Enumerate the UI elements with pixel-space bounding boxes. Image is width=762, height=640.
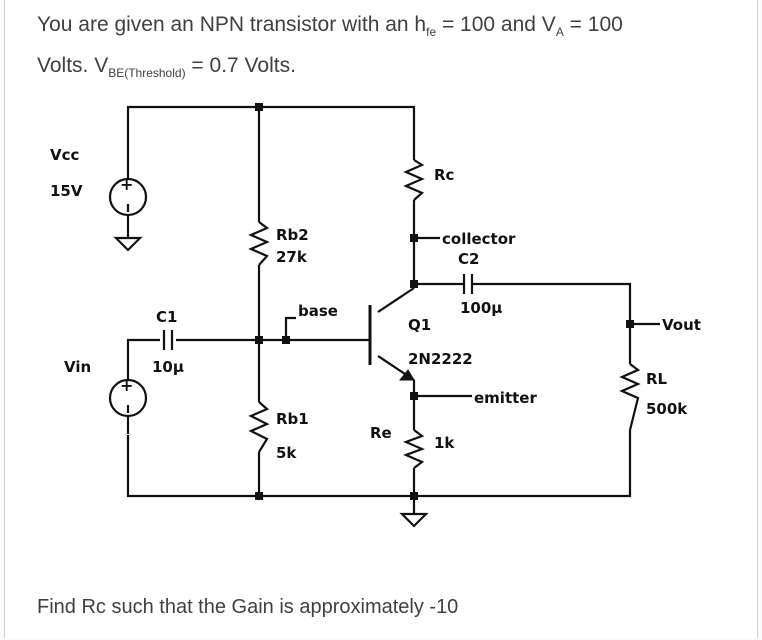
rb2-resistor [248, 221, 270, 266]
re-value: 1k [434, 434, 455, 452]
rb2-value: 27k [276, 248, 308, 266]
re-label: Re [370, 424, 392, 442]
vcc-label: Vcc [50, 146, 79, 164]
collector-label: collector [442, 230, 516, 248]
va-subscript: A [555, 25, 564, 40]
capacitors [162, 274, 474, 350]
base-label: base [298, 302, 338, 320]
vbe-value: = 0.7 Volts. [185, 54, 296, 78]
vin-plus: + [120, 376, 133, 395]
rb1-value: 5k [276, 444, 297, 462]
circuit-wires [126, 105, 660, 514]
junction-dots [255, 103, 634, 500]
re-resistor [403, 429, 425, 469]
vout-label: Vout [662, 316, 701, 334]
rc-resistor [403, 159, 425, 201]
question-text: Find Rc such that the Gain is approximat… [37, 596, 459, 618]
rb1-resistor [248, 401, 270, 453]
hfe-subscript: fe [426, 25, 437, 40]
emitter-arrow-icon [398, 369, 415, 381]
vcc-source [108, 177, 148, 217]
problem-line2: Volts. V [37, 54, 109, 78]
c1-label: C1 [156, 308, 177, 326]
c2-value: 100µ [460, 299, 502, 317]
va-value: = 100 [563, 13, 623, 36]
resistors [248, 159, 641, 469]
vcc-value: 15V [50, 182, 83, 200]
rl-value: 500k [646, 400, 688, 418]
q1-label: Q1 [408, 316, 431, 334]
rl-label: RL [646, 370, 668, 388]
hfe-value: = 100 and V [436, 13, 556, 36]
vbe-subscript: BE(Threshold) [108, 66, 186, 81]
sources [108, 177, 148, 434]
re-ground-icon [399, 512, 429, 528]
emitter-label: emitter [474, 389, 537, 407]
q1-part: 2N2222 [408, 350, 473, 368]
rb2-label: Rb2 [276, 226, 309, 244]
vcc-ground-icon [113, 236, 143, 252]
grounds [113, 236, 429, 528]
rl-resistor [619, 363, 641, 431]
rb1-label: Rb1 [276, 410, 309, 428]
problem-statement: You are given an NPN transistor with an … [37, 8, 737, 90]
problem-intro: You are given an NPN transistor with an … [37, 13, 427, 36]
vin-label: Vin [64, 358, 91, 376]
c2-label: C2 [458, 250, 479, 268]
c1-value: 10µ [152, 358, 184, 376]
rc-label: Rc [434, 166, 454, 184]
vcc-plus: + [120, 175, 133, 194]
